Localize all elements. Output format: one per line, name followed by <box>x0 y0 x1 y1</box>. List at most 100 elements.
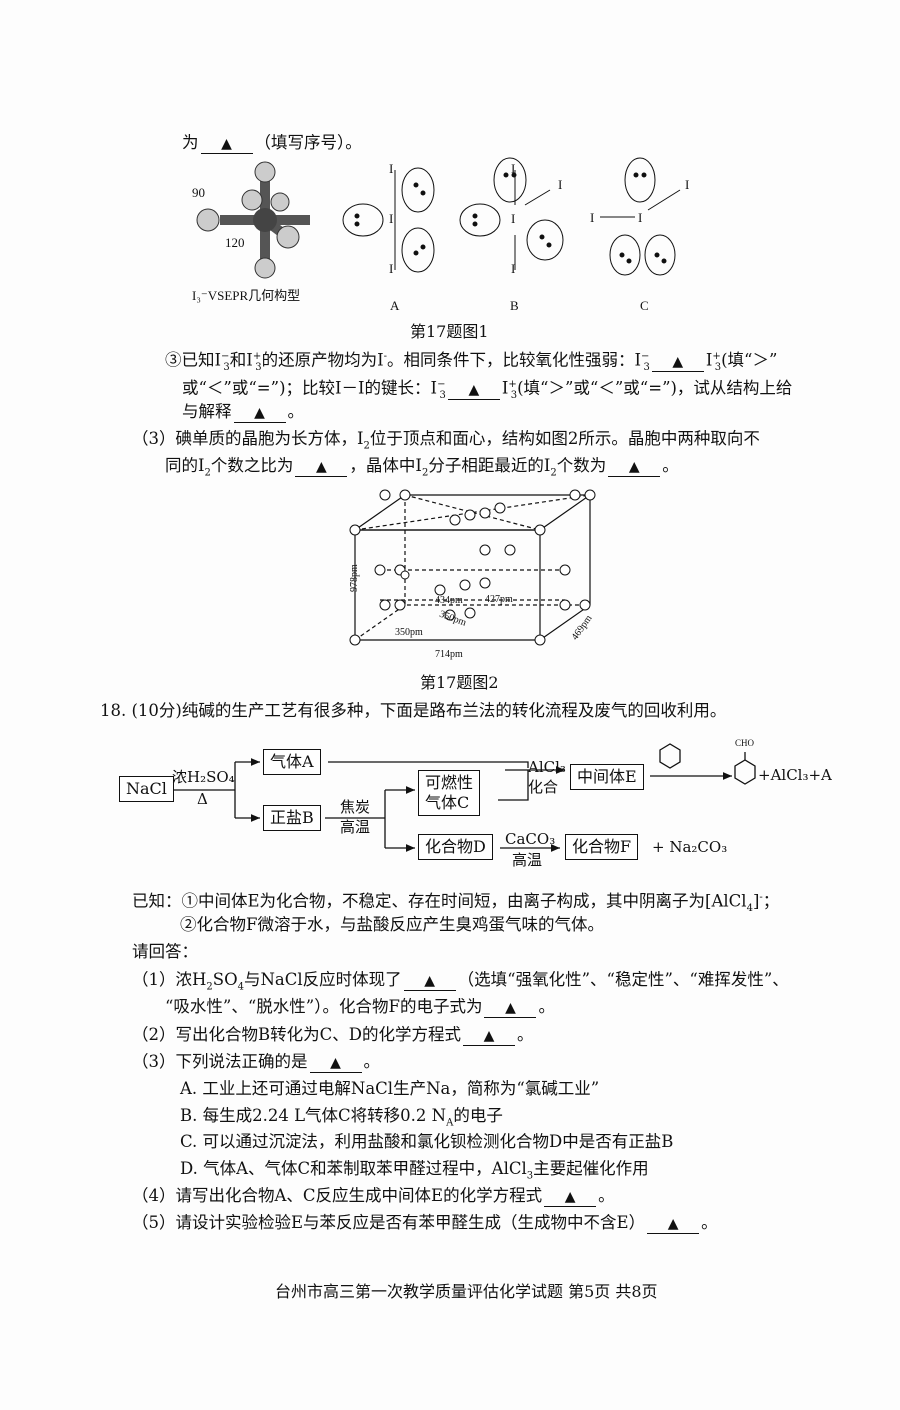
answer-blank[interactable]: ▲ <box>295 458 348 477</box>
gas-c-box: 可燃性气体C <box>418 770 481 816</box>
superscript: − <box>437 379 446 390</box>
text-segment: (填“＞”或“＜”或“=”)，试从结构上给 <box>517 378 793 398</box>
compound-f-box: 化合物F <box>565 834 639 860</box>
text-segment: 。 <box>701 1213 718 1232</box>
high-temp-label-2: 高温 <box>512 851 543 869</box>
text-segment: 18. (10分)纯碱的生产工艺有很多种，下面是路布兰法的转化流程及废气的回收利… <box>100 701 727 720</box>
text-segment: 已知：①中间体E为化合物，不稳定、存在时间短，由离子构成，其中阴离子为[AlCl <box>132 891 747 911</box>
text-segment: 和I <box>229 350 253 370</box>
distance-427-label: 427pm <box>485 594 513 605</box>
text-line: （3）碘单质的晶胞为长方体，I2位于顶点和面心，结构如图2所示。晶胞中两种取向不 <box>132 428 760 457</box>
subscript: 3 <box>526 1170 534 1182</box>
subscript: 2 <box>550 467 557 479</box>
text-segment: （3）下列说法正确的是 <box>132 1052 308 1071</box>
answer-blank[interactable]: ▲ <box>233 404 286 423</box>
text-segment: 。 <box>516 1025 534 1044</box>
caco3-label: CaCO₃ <box>505 830 556 848</box>
answer-blank[interactable]: ▲ <box>544 1188 597 1207</box>
figure-2-caption: 第17题图2 <box>420 673 499 692</box>
text-segment: （选填“强氧化性”、“稳定性”、“难挥发性”、 <box>457 970 789 989</box>
coke-label: 焦炭 <box>340 798 371 816</box>
text-segment: ③已知I <box>165 350 222 370</box>
text-line: （3）下列说法正确的是▲。 <box>132 1051 380 1073</box>
answer-blank[interactable]: ▲ <box>462 1027 515 1046</box>
figure-1-caption: 第17题图1 <box>410 322 489 341</box>
cho-label: CHO <box>735 738 755 748</box>
superscript: − <box>641 351 650 362</box>
answer-blank[interactable]: ▲ <box>200 135 253 154</box>
subscript: 4 <box>237 981 244 993</box>
atom-label: I <box>511 261 515 276</box>
atom-label: I <box>511 211 515 226</box>
subscript: 3 <box>714 361 722 373</box>
text-segment: 。 <box>598 1186 615 1205</box>
text-line: B. 每生成2.24 L气体C将转移0.2 NA的电子 <box>180 1105 503 1134</box>
text-line: （5）请设计实验检验E与苯反应是否有苯甲醛生成（生成物中不含E）▲。 <box>132 1212 718 1234</box>
subscript: 2 <box>421 467 429 479</box>
subscript: 2 <box>206 981 213 993</box>
nacl-box: NaCl <box>119 776 174 802</box>
width-label: 714pm <box>435 649 463 660</box>
answer-blank[interactable]: ▲ <box>403 972 456 991</box>
answer-blank[interactable]: ▲ <box>447 381 500 400</box>
text-segment: 个数之比为 <box>210 456 294 475</box>
atom-label: I <box>389 211 393 226</box>
text-segment: （填写序号）。 <box>254 133 362 152</box>
option-b-label: B <box>510 298 519 313</box>
answer-blank[interactable]: ▲ <box>309 1054 362 1073</box>
gas-c-line2: 气体C <box>425 793 470 812</box>
text-segment: 请回答： <box>132 942 198 961</box>
subscript: 2 <box>363 440 370 452</box>
text-segment: 或“＜”或“=”)；比较I－I的键长：I <box>182 378 438 398</box>
superscript: - <box>759 892 763 903</box>
angle-90-label: 90 <box>192 185 205 200</box>
text-segment: C. 可以通过沉淀法，利用盐酸和氯化钡检测化合物D中是否有正盐B <box>180 1132 674 1151</box>
option-c-label: C <box>640 298 649 313</box>
benzene-icon <box>659 743 681 769</box>
atom-label: I <box>389 261 393 276</box>
answer-blank[interactable]: ▲ <box>651 353 704 372</box>
text-line: 或“＜”或“=”)；比较I－I的键长：I−3▲I+3(填“＞”或“＜”或“=”)… <box>182 374 792 407</box>
text-line: 为▲（填写序号）。 <box>182 132 362 154</box>
high-temp-label: 高温 <box>340 818 371 836</box>
figure-2-crystal-cell: 978pm 714pm 469pm 434pm 427pm 350pm 350p… <box>349 489 596 660</box>
answer-blank[interactable]: ▲ <box>647 1215 700 1234</box>
text-line: ③已知I−3和I+3的还原产物均为I-。相同条件下，比较氧化性强弱：I−3▲I+… <box>165 346 777 379</box>
distance-350-label-2: 350pm <box>395 627 423 638</box>
subscript: A <box>446 1117 454 1129</box>
text-line: 同的I2个数之比为▲，晶体中I2分子相距最近的I2个数为▲。 <box>165 455 679 484</box>
vsepr-label: I₃⁻VSEPR几何构型 <box>192 288 300 303</box>
text-segment: （1）浓H <box>132 970 207 989</box>
subscript: 3 <box>255 361 262 373</box>
answer-blank[interactable]: ▲ <box>484 999 537 1018</box>
text-segment: B. 每生成2.24 L气体C将转移0.2 N <box>180 1106 447 1125</box>
height-label: 978pm <box>349 564 360 592</box>
angle-120-label: 120 <box>225 235 245 250</box>
answer-blank[interactable]: ▲ <box>608 458 661 477</box>
depth-label: 469pm <box>570 613 595 642</box>
text-segment: 与NaCl反应时体现了 <box>243 970 402 989</box>
text-segment: （4）请写出化合物A、C反应生成中间体E的化学方程式 <box>132 1186 543 1205</box>
text-segment: 的电子 <box>453 1106 503 1125</box>
atom-label: I <box>638 210 642 225</box>
atom-label: I <box>685 177 689 192</box>
text-line: A. 工业上还可通过电解NaCl生产Na，简称为“氯碱工业” <box>180 1078 599 1100</box>
vsepr-model <box>196 161 310 279</box>
text-segment: 与解释 <box>182 402 232 421</box>
subscript: 3 <box>439 389 446 401</box>
text-segment: ，晶体中I <box>349 456 422 475</box>
text-segment: 同的I <box>165 456 205 475</box>
text-segment: I <box>705 350 713 370</box>
text-segment: 分子相距最近的I <box>428 456 551 475</box>
atom-label: I <box>389 161 393 176</box>
text-line: “吸水性”、“脱水性”）。化合物F的电子式为▲。 <box>165 996 555 1018</box>
text-segment: 个数为 <box>556 456 607 475</box>
text-segment: ②化合物F微溶于水，与盐酸反应产生臭鸡蛋气味的气体。 <box>180 915 604 934</box>
subscript: 2 <box>204 467 211 479</box>
intermediate-e-box: 中间体E <box>570 764 644 790</box>
superscript: + <box>508 379 517 390</box>
subscript: 3 <box>510 389 518 401</box>
text-segment: I <box>501 378 509 398</box>
text-line: 18. (10分)纯碱的生产工艺有很多种，下面是路布兰法的转化流程及废气的回收利… <box>100 700 726 722</box>
